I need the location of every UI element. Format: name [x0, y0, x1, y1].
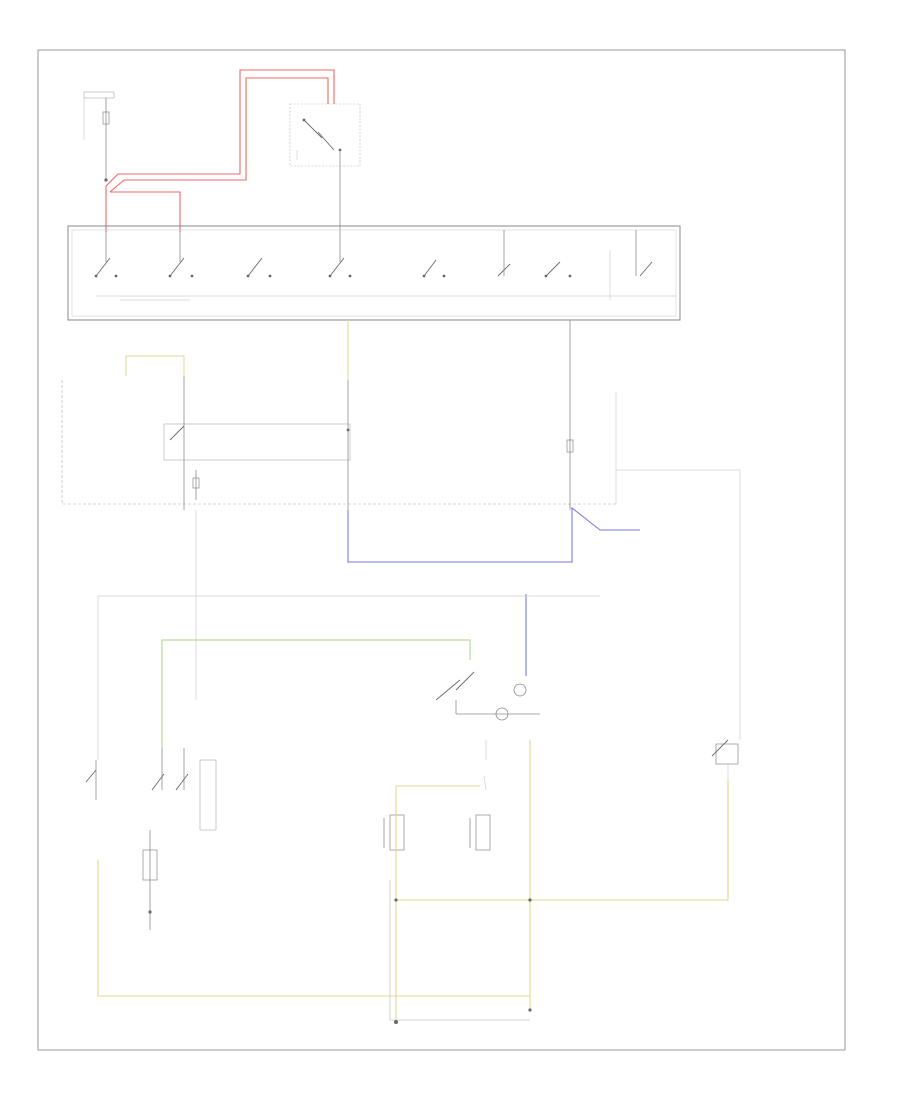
switch-box [67, 225, 681, 321]
switch-4 [328, 232, 352, 278]
ground-bus-gray [97, 510, 600, 760]
dashed-enclosure [61, 380, 616, 505]
switch-7 [544, 250, 611, 300]
left-lamp [383, 814, 405, 851]
center-switch [435, 671, 540, 791]
switch-3 [246, 257, 272, 278]
switch-2 [168, 232, 194, 278]
left-relay [85, 748, 217, 930]
switch-6 [497, 230, 511, 277]
far-right-switch [711, 739, 739, 900]
relay-block [289, 103, 361, 232]
fuse-block [83, 91, 115, 182]
red-wire [105, 69, 335, 232]
blue-wire [347, 506, 640, 676]
left-module [163, 376, 351, 510]
right-lamp [469, 814, 491, 851]
switch-5 [422, 259, 446, 278]
yellow-wire [97, 740, 729, 1021]
diagram-border [37, 49, 846, 1051]
right-module [566, 320, 741, 740]
yellow-stub-left [125, 355, 185, 376]
switch-1 [94, 232, 118, 278]
switch-8 [635, 230, 653, 277]
bottom-ground [394, 898, 532, 1024]
green-wire [161, 639, 471, 748]
